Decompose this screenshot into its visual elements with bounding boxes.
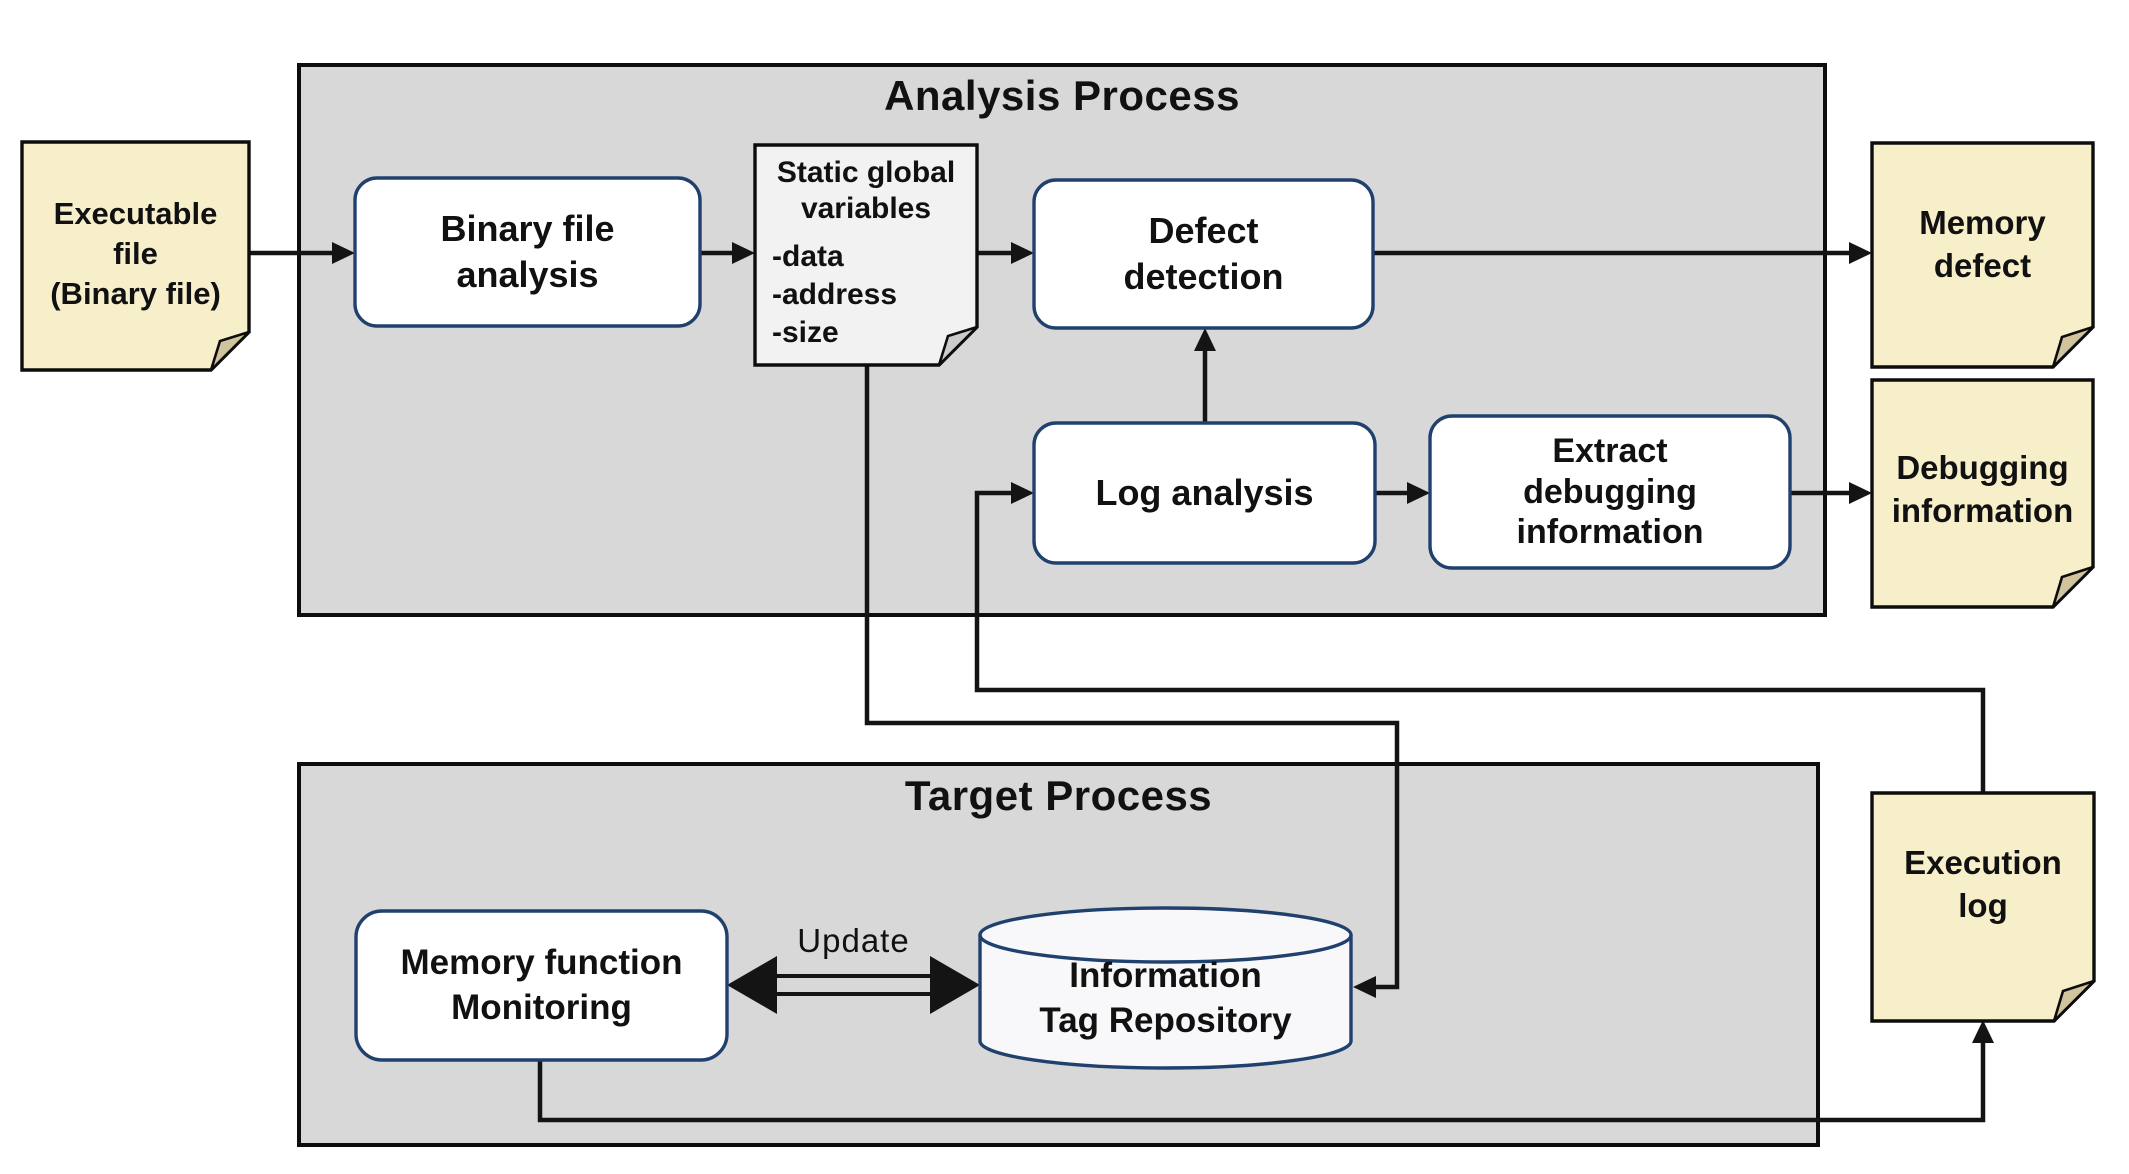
binary-file-analysis-node bbox=[353, 176, 702, 328]
memory-function-monitoring-node bbox=[354, 909, 729, 1062]
edge-binary-analysis-to-static-variables bbox=[700, 242, 755, 264]
edge-update-double-arrow bbox=[727, 956, 980, 1014]
edge-static-variables-to-defect-detection bbox=[977, 242, 1034, 264]
static-global-variables-note bbox=[753, 143, 979, 367]
edge-defect-detection-to-memory-defect bbox=[1373, 242, 1872, 264]
edge-extract-debugging-to-debugging-information bbox=[1790, 482, 1872, 504]
defect-detection-node bbox=[1032, 178, 1375, 330]
executable-file-note bbox=[20, 140, 251, 372]
memory-defect-note bbox=[1870, 141, 2095, 369]
edge-log-analysis-to-extract-debugging bbox=[1375, 482, 1430, 504]
edge-executable-to-binary-analysis bbox=[248, 242, 355, 264]
edge-execution-log-to-log-analysis bbox=[974, 482, 1986, 793]
information-tag-repository-cylinder bbox=[978, 906, 1353, 1070]
edge-log-analysis-to-defect-detection bbox=[1194, 328, 1216, 423]
log-analysis-node bbox=[1032, 421, 1377, 565]
edge-memory-monitoring-to-execution-log bbox=[537, 1020, 1994, 1123]
debugging-information-note bbox=[1870, 378, 2095, 609]
execution-log-note bbox=[1870, 791, 2096, 1023]
extract-debugging-information-node bbox=[1428, 414, 1792, 570]
edge-static-variables-to-tag-repository bbox=[864, 365, 1400, 998]
